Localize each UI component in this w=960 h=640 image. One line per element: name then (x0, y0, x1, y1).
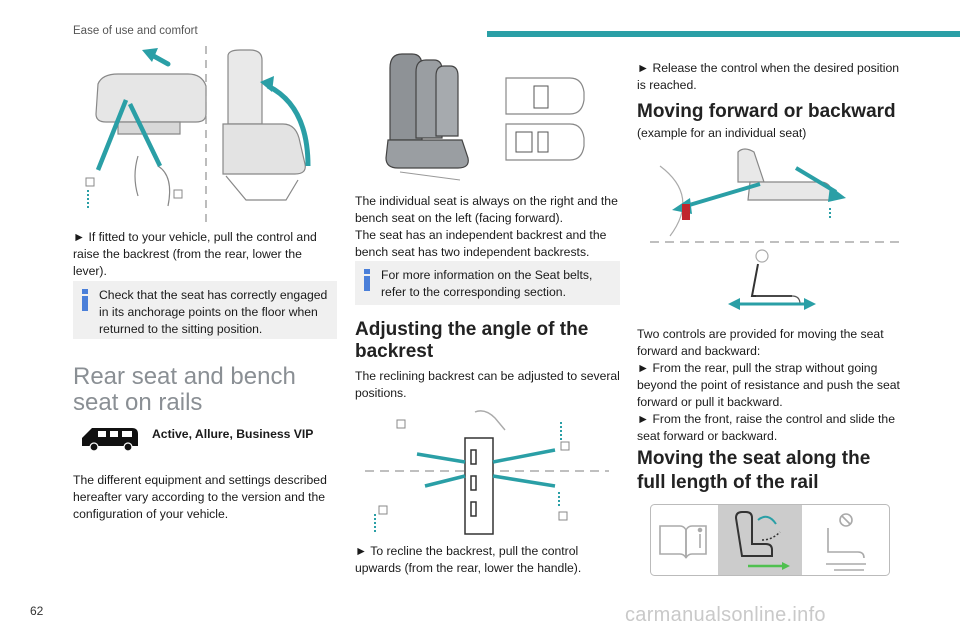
section-heading-full-length: Moving the seat along the full length of… (637, 448, 871, 493)
seat-slide-icon (734, 511, 790, 570)
seat-slide-illustration (650, 148, 900, 310)
info-anchorage-text: Check that the seat has correctly engage… (99, 288, 328, 336)
info-box-seatbelts: For more information on the Seat belts, … (355, 261, 620, 305)
backrest-raise-illustration (85, 46, 311, 222)
rear-instruction: ► From the rear, pull the strap without … (637, 361, 900, 409)
info-seatbelts-text: For more information on the Seat belts, … (381, 268, 593, 299)
backrests-text: The seat has an independent backrest and… (355, 228, 607, 259)
example-note: (example for an individual seat) (637, 126, 807, 140)
seat-no-slide-icon (826, 513, 866, 571)
section-heading-moving: Moving forward or backward (637, 101, 896, 122)
controls-intro: Two controls are provided for moving the… (637, 327, 884, 358)
versions-label: Active, Allure, Business VIP (152, 427, 314, 441)
release-instruction: ► Release the control when the desired p… (637, 61, 900, 92)
recline-instruction: ► To recline the backrest, pull the cont… (355, 544, 582, 575)
equipment-note: The different equipment and settings des… (73, 473, 327, 521)
info-box-anchorage: Check that the seat has correctly engage… (73, 281, 337, 339)
backrest-instruction: ► If fitted to your vehicle, pull the co… (73, 230, 317, 278)
header-accent-bar (487, 31, 960, 37)
rail-icons-strip (650, 504, 890, 576)
backrest-angle-illustration (365, 410, 609, 535)
section-heading-rear-seat: Rear seat and bench seat on rails (73, 363, 296, 416)
van-icon (82, 428, 138, 452)
info-icon (81, 289, 89, 311)
book-icon (659, 525, 707, 559)
page-number: 62 (30, 604, 44, 618)
section-heading-backrest-angle: Adjusting the angle of the backrest (355, 319, 589, 362)
watermark: carmanualsonline.info (625, 604, 826, 626)
individual-seat-text: The individual seat is always on the rig… (355, 194, 618, 225)
seats-layout-illustration (385, 53, 585, 181)
info-icon (363, 269, 371, 291)
reclining-text: The reclining backrest can be adjusted t… (355, 369, 620, 400)
front-instruction: ► From the front, raise the control and … (637, 412, 895, 443)
running-header: Ease of use and comfort (73, 25, 198, 37)
